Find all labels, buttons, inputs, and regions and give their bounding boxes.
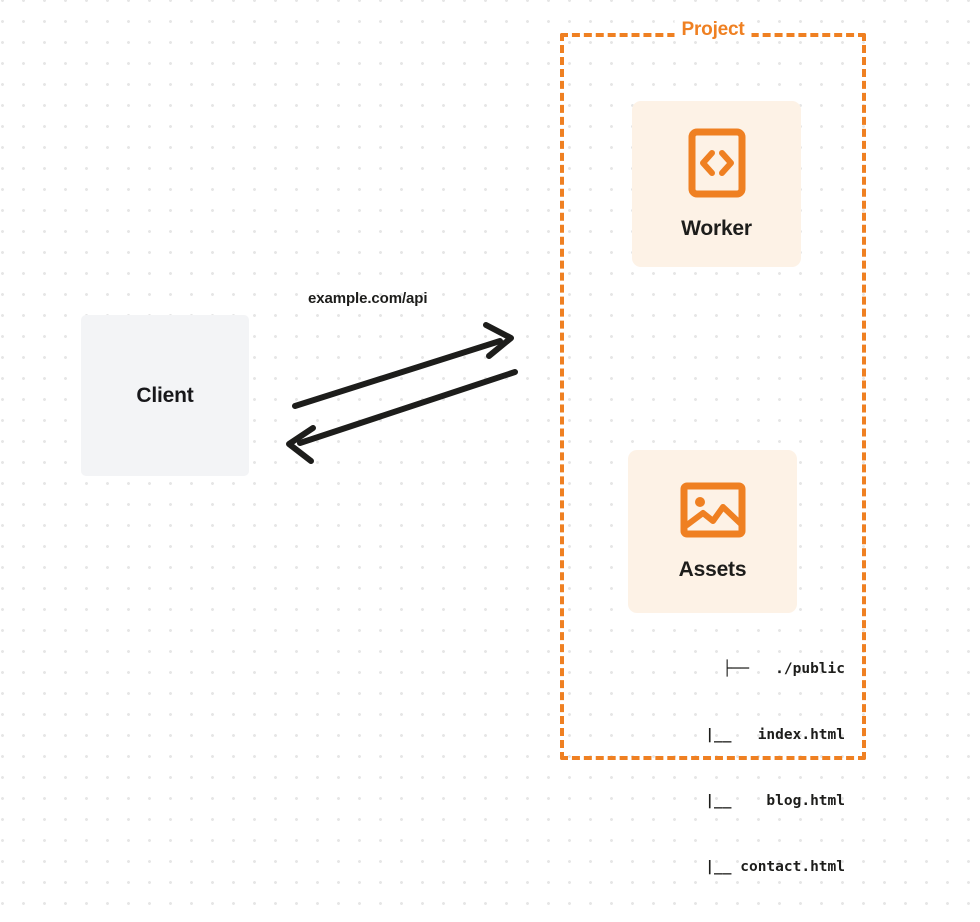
project-group: Project Worker Assets bbox=[560, 19, 866, 875]
file-tree-row: ├── ./public bbox=[722, 661, 845, 677]
connection-label: example.com/api bbox=[308, 290, 428, 307]
file-tree-row: |__ contact.html bbox=[679, 859, 845, 875]
assets-label: Assets bbox=[678, 558, 747, 581]
diagram-canvas: Client example.com/api Project bbox=[81, 19, 866, 875]
assets-node[interactable]: Assets bbox=[628, 450, 797, 613]
file-tree-row: |__ blog.html bbox=[679, 793, 845, 809]
project-title: Project bbox=[674, 19, 752, 41]
code-brackets-icon bbox=[688, 128, 746, 203]
file-tree-row: |__ index.html bbox=[679, 727, 845, 743]
worker-label: Worker bbox=[681, 216, 752, 240]
image-icon bbox=[680, 481, 746, 544]
worker-node[interactable]: Worker bbox=[632, 101, 801, 267]
request-arrow bbox=[292, 322, 514, 409]
client-node[interactable]: Client bbox=[81, 315, 249, 476]
client-label: Client bbox=[136, 383, 194, 407]
assets-file-tree: ├── ./public |__ index.html |__ blog.htm… bbox=[600, 614, 845, 922]
response-arrow bbox=[286, 369, 518, 464]
